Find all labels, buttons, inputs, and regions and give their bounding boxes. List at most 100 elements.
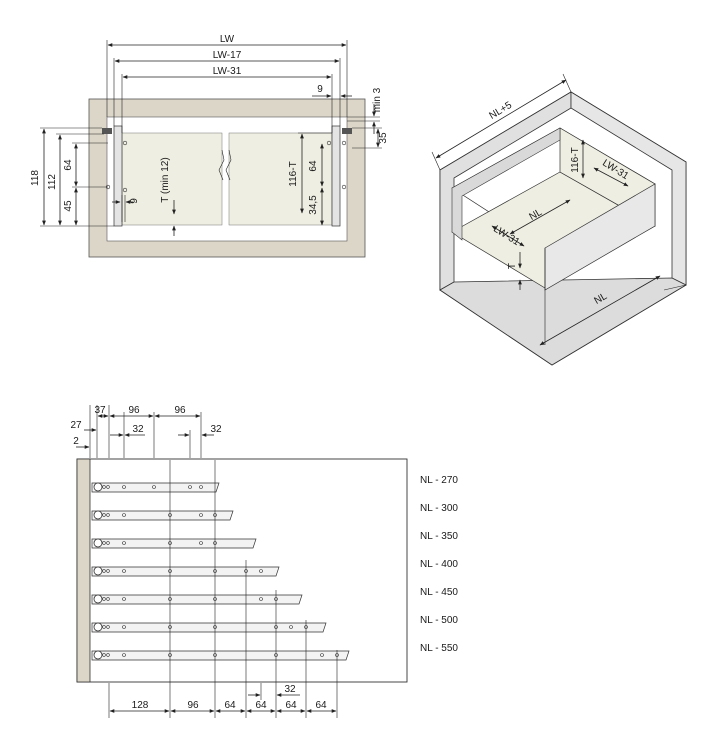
rail-hole bbox=[122, 541, 126, 545]
dim-lw-17: LW-17 bbox=[213, 50, 242, 61]
hole-right-1 bbox=[326, 140, 332, 146]
rail-hole bbox=[102, 625, 106, 629]
rail-hole bbox=[106, 653, 110, 657]
rail-label: NL - 500 bbox=[420, 615, 458, 626]
rail-hole bbox=[289, 625, 293, 629]
dim-64-right: 64 bbox=[308, 160, 319, 172]
rail-label: NL - 350 bbox=[420, 531, 458, 542]
dim-32-b: 32 bbox=[210, 424, 222, 435]
dim-96-b: 96 bbox=[174, 405, 186, 416]
dim-nl-plus-5: NL+5 bbox=[488, 100, 515, 122]
rail-roller bbox=[93, 510, 103, 520]
dim-9-top: 9 bbox=[317, 84, 323, 95]
dim-64-left: 64 bbox=[63, 159, 74, 171]
dim-96-a: 96 bbox=[128, 405, 140, 416]
hole-right-2 bbox=[341, 140, 347, 146]
front-view: LW LW-17 LW-31 9 min 3 35 118 112 bbox=[30, 34, 389, 258]
rail-hole bbox=[122, 513, 126, 517]
dim-t-iso: T bbox=[507, 263, 518, 269]
iso-view: NL+5 116-T LW-31 NL LW-31 T NL bbox=[431, 73, 687, 366]
rail-hole bbox=[106, 541, 110, 545]
rail-hole bbox=[199, 485, 203, 489]
rail-roller bbox=[93, 566, 103, 576]
rail-hole bbox=[122, 569, 126, 573]
rail-hole bbox=[106, 513, 110, 517]
rail-1: NL - 270 bbox=[91, 475, 458, 493]
rail-hole bbox=[102, 597, 106, 601]
rail-label: NL - 300 bbox=[420, 503, 458, 514]
drawer-front-right bbox=[228, 132, 333, 226]
rail-hole bbox=[152, 485, 156, 489]
dim-35: 35 bbox=[378, 132, 389, 144]
dim-64-d: 64 bbox=[315, 700, 327, 711]
rail-label: NL - 400 bbox=[420, 559, 458, 570]
rail-body bbox=[91, 594, 303, 605]
rail-roller bbox=[93, 594, 103, 604]
dim-45: 45 bbox=[63, 200, 74, 212]
dim-2: 2 bbox=[73, 436, 79, 447]
dim-112: 112 bbox=[47, 174, 58, 190]
rail-hole bbox=[122, 625, 126, 629]
dim-27: 27 bbox=[70, 420, 82, 431]
cabinet-bottom bbox=[439, 277, 687, 366]
rail-hole bbox=[199, 541, 203, 545]
dim-lw-31: LW-31 bbox=[213, 66, 242, 77]
hole-left-2 bbox=[122, 187, 128, 193]
hole-left-1 bbox=[122, 140, 128, 146]
break-symbol bbox=[218, 149, 225, 181]
rail-4: NL - 400 bbox=[91, 559, 458, 577]
rail-body bbox=[91, 510, 234, 521]
rail-hole bbox=[259, 569, 263, 573]
dim-118: 118 bbox=[30, 170, 41, 186]
rail-hole bbox=[122, 485, 126, 489]
dim-116-t-iso: 116-T bbox=[570, 147, 581, 172]
dim-34-5: 34,5 bbox=[308, 195, 319, 215]
dim-32-bottom: 32 bbox=[284, 684, 296, 695]
rail-label: NL - 550 bbox=[420, 643, 458, 654]
rail-body bbox=[91, 622, 327, 633]
rail-roller bbox=[93, 538, 103, 548]
rail-hole bbox=[106, 485, 110, 489]
rail-hole bbox=[122, 653, 126, 657]
rail-hole bbox=[199, 513, 203, 517]
bracket-right bbox=[342, 128, 352, 134]
rail-label: NL - 450 bbox=[420, 587, 458, 598]
rail-hole bbox=[259, 597, 263, 601]
break-symbol-2 bbox=[225, 149, 232, 181]
rail-hole bbox=[102, 653, 106, 657]
dim-9-bottom: 9 bbox=[129, 198, 140, 204]
rail-hole bbox=[102, 513, 106, 517]
runner-left bbox=[113, 125, 123, 227]
rail-label: NL - 270 bbox=[420, 475, 458, 486]
rail-body bbox=[91, 538, 257, 549]
dim-min-3: min 3 bbox=[372, 87, 383, 112]
dim-t-min-12: T (min 12) bbox=[160, 157, 171, 202]
hole-right-3 bbox=[341, 184, 347, 190]
dim-37: 37 bbox=[94, 405, 106, 416]
rail-roller bbox=[93, 482, 103, 492]
rails-group: NL - 270 NL - 300 NL - 350 NL - 400 NL - 450… bbox=[91, 475, 458, 661]
rail-2: NL - 300 bbox=[91, 503, 458, 521]
bracket-left bbox=[102, 128, 112, 134]
rail-6: NL - 500 bbox=[91, 615, 458, 633]
rail-body bbox=[91, 566, 280, 577]
rail-hole bbox=[188, 485, 192, 489]
rail-7: NL - 550 bbox=[91, 643, 458, 661]
rail-hole bbox=[102, 569, 106, 573]
rail-body bbox=[91, 650, 350, 661]
drawer-front-left bbox=[121, 132, 223, 226]
rail-mount-plate bbox=[76, 458, 91, 683]
dim-lw: LW bbox=[220, 34, 235, 45]
rail-roller bbox=[93, 650, 103, 660]
rail-5: NL - 450 bbox=[91, 587, 458, 605]
rail-hole bbox=[106, 625, 110, 629]
dim-96-bottom: 96 bbox=[187, 700, 199, 711]
rail-hole bbox=[106, 569, 110, 573]
dim-64-c: 64 bbox=[285, 700, 297, 711]
dim-64-a: 64 bbox=[224, 700, 236, 711]
dim-116-t-front: 116-T bbox=[288, 161, 299, 186]
dim-64-b: 64 bbox=[255, 700, 267, 711]
rail-hole bbox=[102, 541, 106, 545]
